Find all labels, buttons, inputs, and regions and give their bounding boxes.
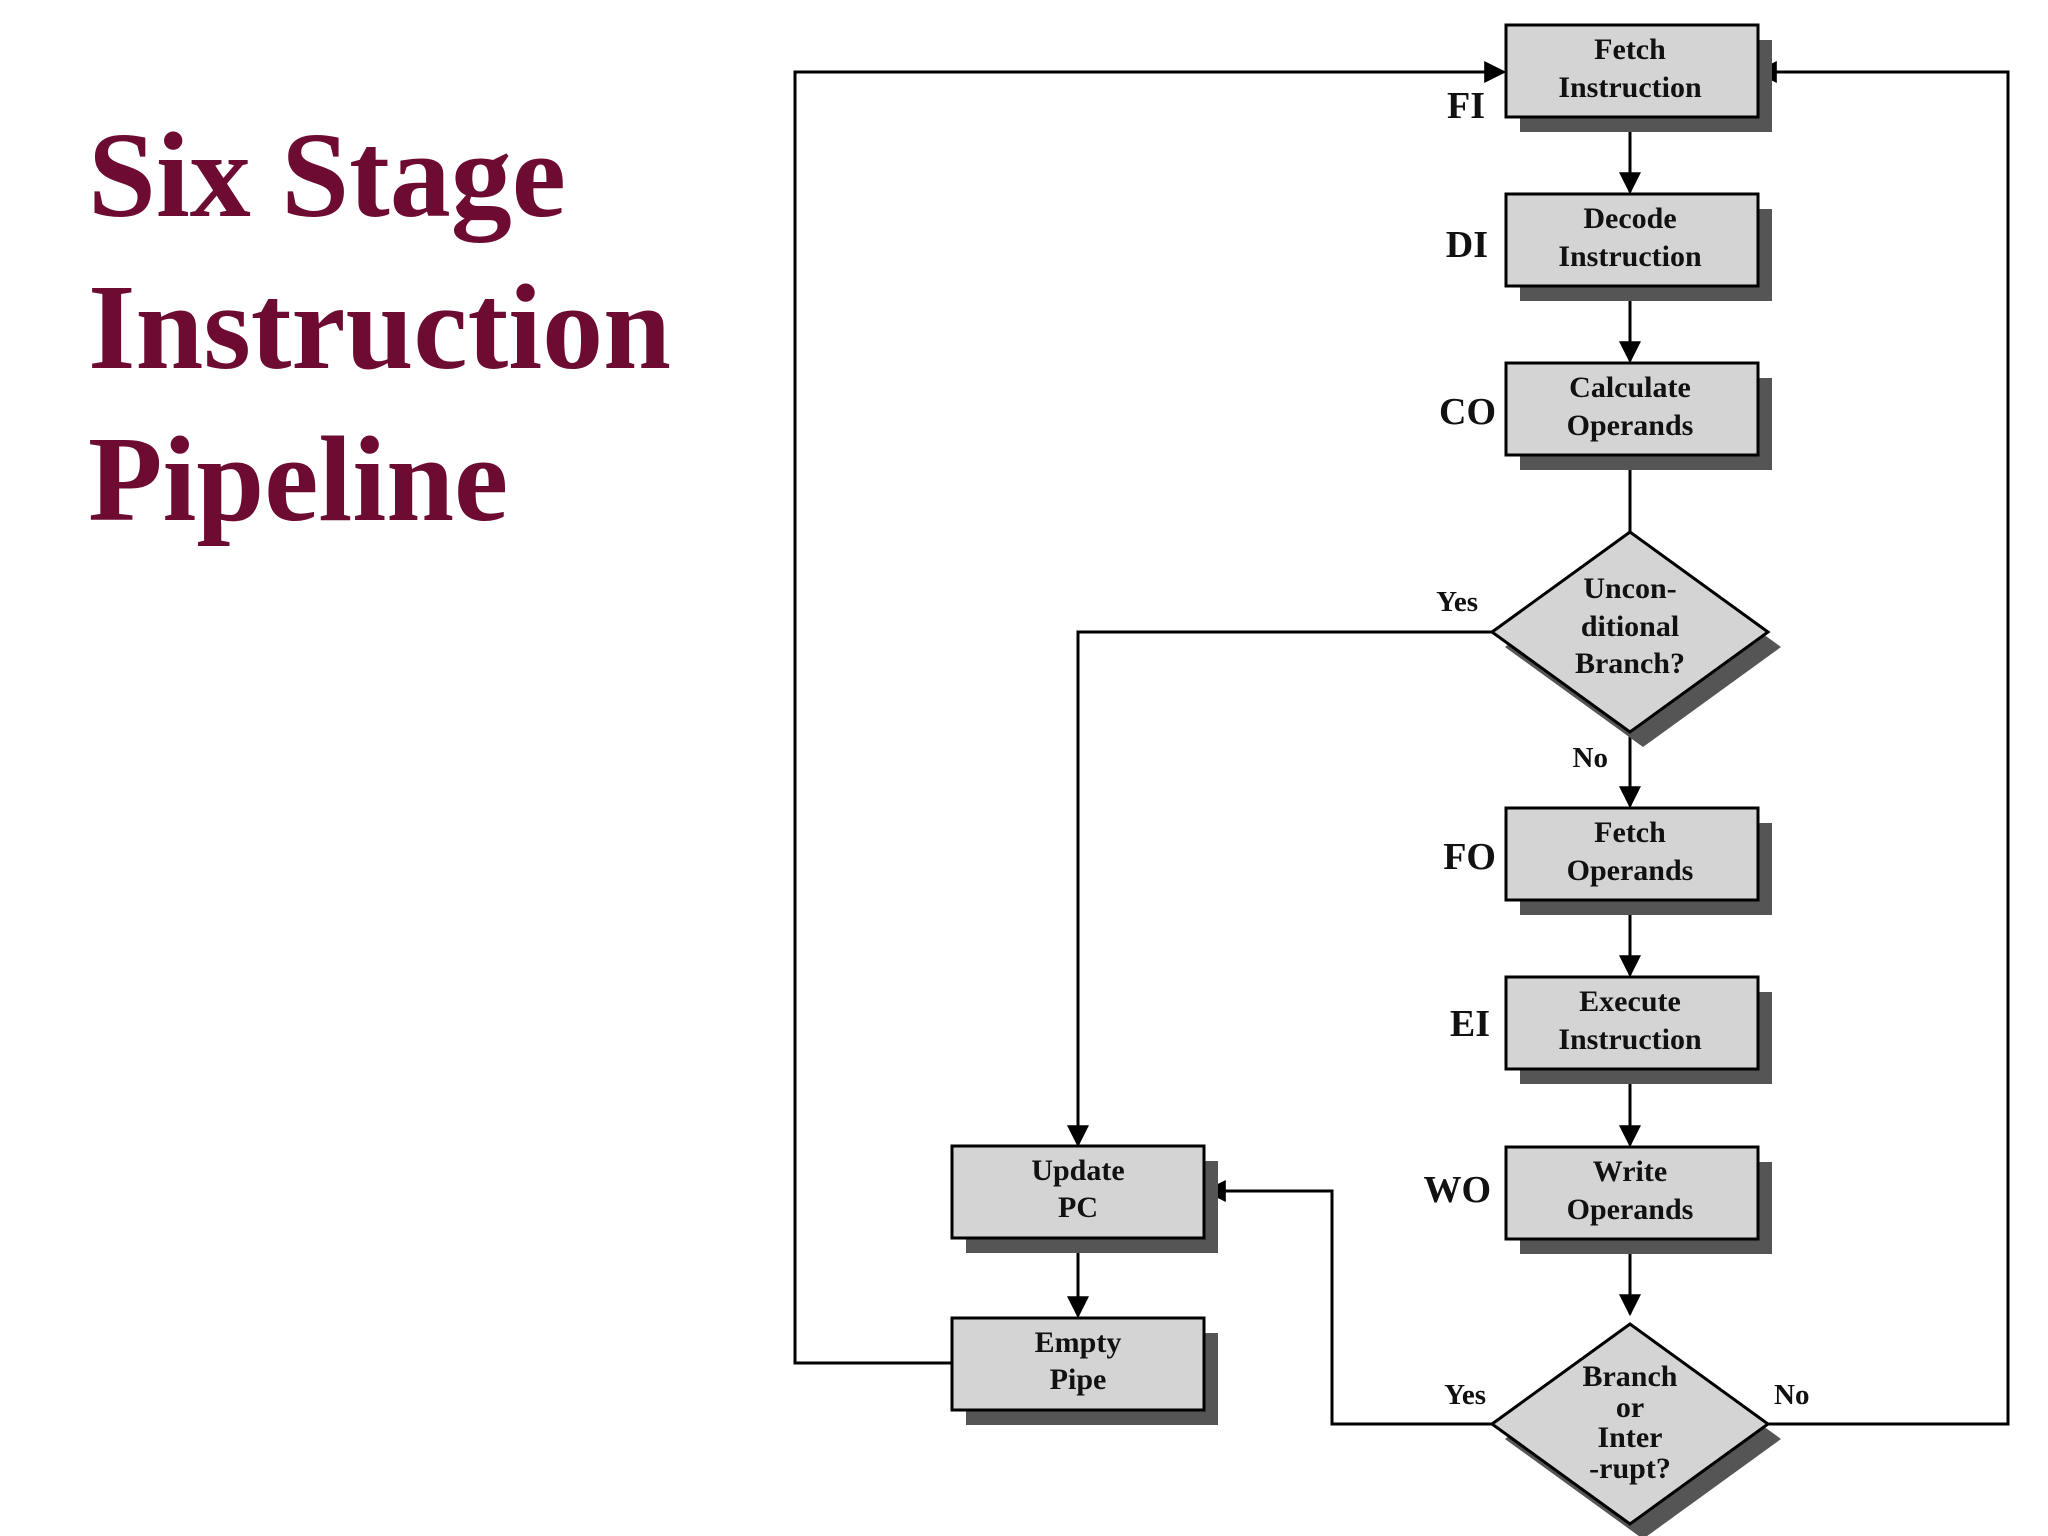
fo-box-line-1: Fetch [1594,816,1666,849]
stage-tag-fi: FI [1447,85,1485,127]
decision-unconditional-branch: Uncon- ditional Branch? [1489,530,1781,747]
stage-execute-instruction: Execute Instruction EI [1450,975,1772,1084]
di-box-line-1: Decode [1583,202,1676,235]
stage-tag-ei: EI [1450,1003,1490,1045]
interrupt-line-4: -rupt? [1589,1452,1671,1485]
stage-fetch-instruction: Fetch Instruction FI [1447,23,1772,132]
empty-pipe-box: Empty Pipe [950,1316,1218,1425]
branch-line-1: Uncon- [1583,572,1676,605]
interrupt-no-label: No [1774,1379,1809,1411]
stage-decode-instruction: Decode Instruction DI [1446,192,1772,301]
update-pc-line-1: Update [1031,1154,1124,1187]
arrow-interrupt-yes-to-update-pc [1203,1180,1492,1426]
arrow-branch-yes-to-update-pc [1067,630,1492,1148]
interrupt-line-2: or [1616,1391,1644,1424]
arrow-empty-pipe-to-fetch [793,61,1507,1365]
wo-box-line-2: Operands [1567,1193,1694,1226]
interrupt-line-1: Branch [1582,1360,1677,1393]
co-box-line-1: Calculate [1569,371,1691,404]
ei-box-line-1: Execute [1579,985,1681,1018]
arrow-interrupt-no-to-fetch [1754,61,2010,1426]
stage-calculate-operands: Calculate Operands CO [1439,361,1772,470]
branch-line-2: ditional [1581,610,1679,643]
stage-tag-co: CO [1439,391,1496,433]
fo-box-line-2: Operands [1567,854,1694,887]
stage-write-operands: Write Operands WO [1423,1145,1772,1254]
stage-tag-wo: WO [1423,1169,1491,1211]
fi-box-line-1: Fetch [1594,33,1666,66]
empty-pipe-line-1: Empty [1035,1326,1122,1359]
branch-yes-label: Yes [1436,586,1478,618]
stage-fetch-operands: Fetch Operands FO [1443,806,1772,915]
di-box-line-2: Instruction [1558,240,1702,273]
title-line-2: Instruction [88,260,671,395]
branch-no-label: No [1573,742,1608,774]
decision-branch-or-interrupt: Branch or Inter -rupt? [1489,1322,1781,1536]
title-line-3: Pipeline [88,412,509,547]
title-line-1: Six Stage [88,108,566,243]
stage-tag-fo: FO [1443,836,1496,878]
stage-tag-di: DI [1446,224,1488,266]
wo-box-line-1: Write [1593,1155,1667,1188]
branch-line-3: Branch? [1575,647,1685,680]
interrupt-line-3: Inter [1598,1421,1663,1454]
co-box-line-2: Operands [1567,409,1694,442]
update-pc-box: Update PC [950,1144,1218,1253]
empty-pipe-line-2: Pipe [1050,1363,1107,1396]
ei-box-line-2: Instruction [1558,1023,1702,1056]
fi-box-line-2: Instruction [1558,71,1702,104]
slide-title: Six Stage Instruction Pipeline [88,100,671,556]
interrupt-yes-label: Yes [1444,1379,1486,1411]
update-pc-line-2: PC [1058,1191,1098,1224]
